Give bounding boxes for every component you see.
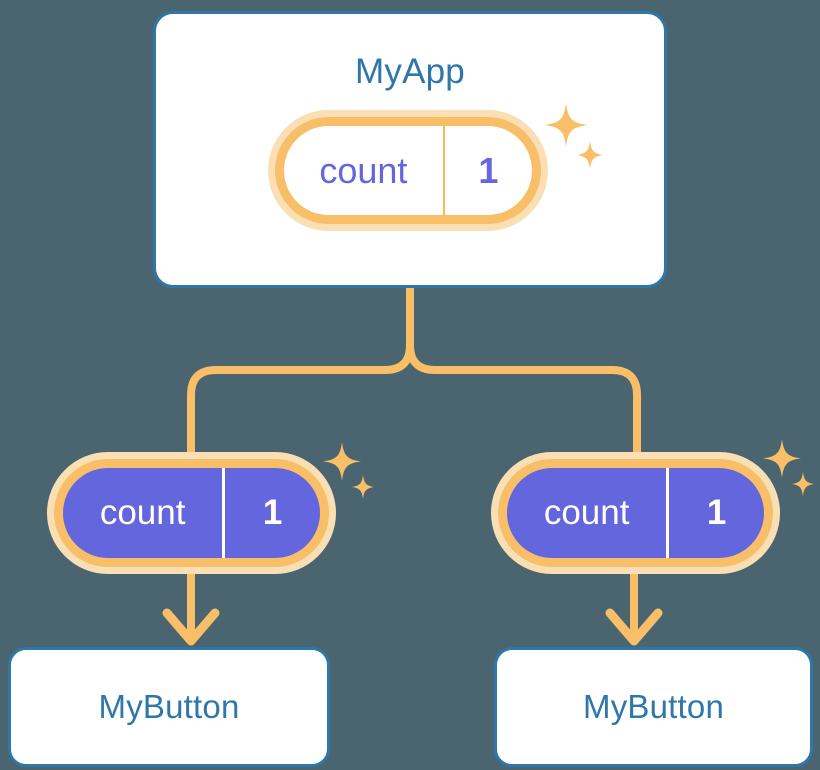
- state-pill-left[interactable]: count 1: [47, 452, 336, 574]
- state-pill-left-body: count 1: [63, 468, 320, 558]
- state-pill-root-ring: count 1: [275, 117, 541, 224]
- down-arrow-right-head: [605, 608, 663, 646]
- state-key-label: count: [319, 149, 408, 191]
- state-value-label: 1: [666, 468, 764, 558]
- state-value-label: 1: [442, 126, 532, 215]
- page-title: MyApp: [355, 52, 465, 91]
- down-arrow-left-head: [162, 608, 220, 646]
- state-key-label: count: [99, 493, 186, 532]
- child-component-card-right[interactable]: MyButton: [494, 647, 813, 767]
- state-pill-right[interactable]: count 1: [491, 452, 780, 574]
- state-key-label: count: [543, 493, 630, 532]
- state-pill-root-body: count 1: [284, 126, 532, 215]
- sparkle-small-icon: [792, 472, 814, 496]
- connector-left-branch: [187, 284, 414, 456]
- state-pill-right-body: count 1: [507, 468, 764, 558]
- child-component-title: MyButton: [98, 688, 240, 725]
- connector-right-branch: [406, 284, 641, 456]
- state-pill-root[interactable]: count 1: [268, 110, 548, 231]
- sparkle-large-icon: [323, 442, 361, 481]
- state-pill-right-ring: count 1: [498, 459, 773, 567]
- sparkle-small-icon: [352, 475, 374, 499]
- state-value-label: 1: [222, 468, 320, 558]
- child-component-card-left[interactable]: MyButton: [8, 647, 330, 767]
- state-pill-left-ring: count 1: [54, 459, 329, 567]
- child-component-title: MyButton: [583, 688, 724, 725]
- sparkle-large-icon: [763, 439, 801, 478]
